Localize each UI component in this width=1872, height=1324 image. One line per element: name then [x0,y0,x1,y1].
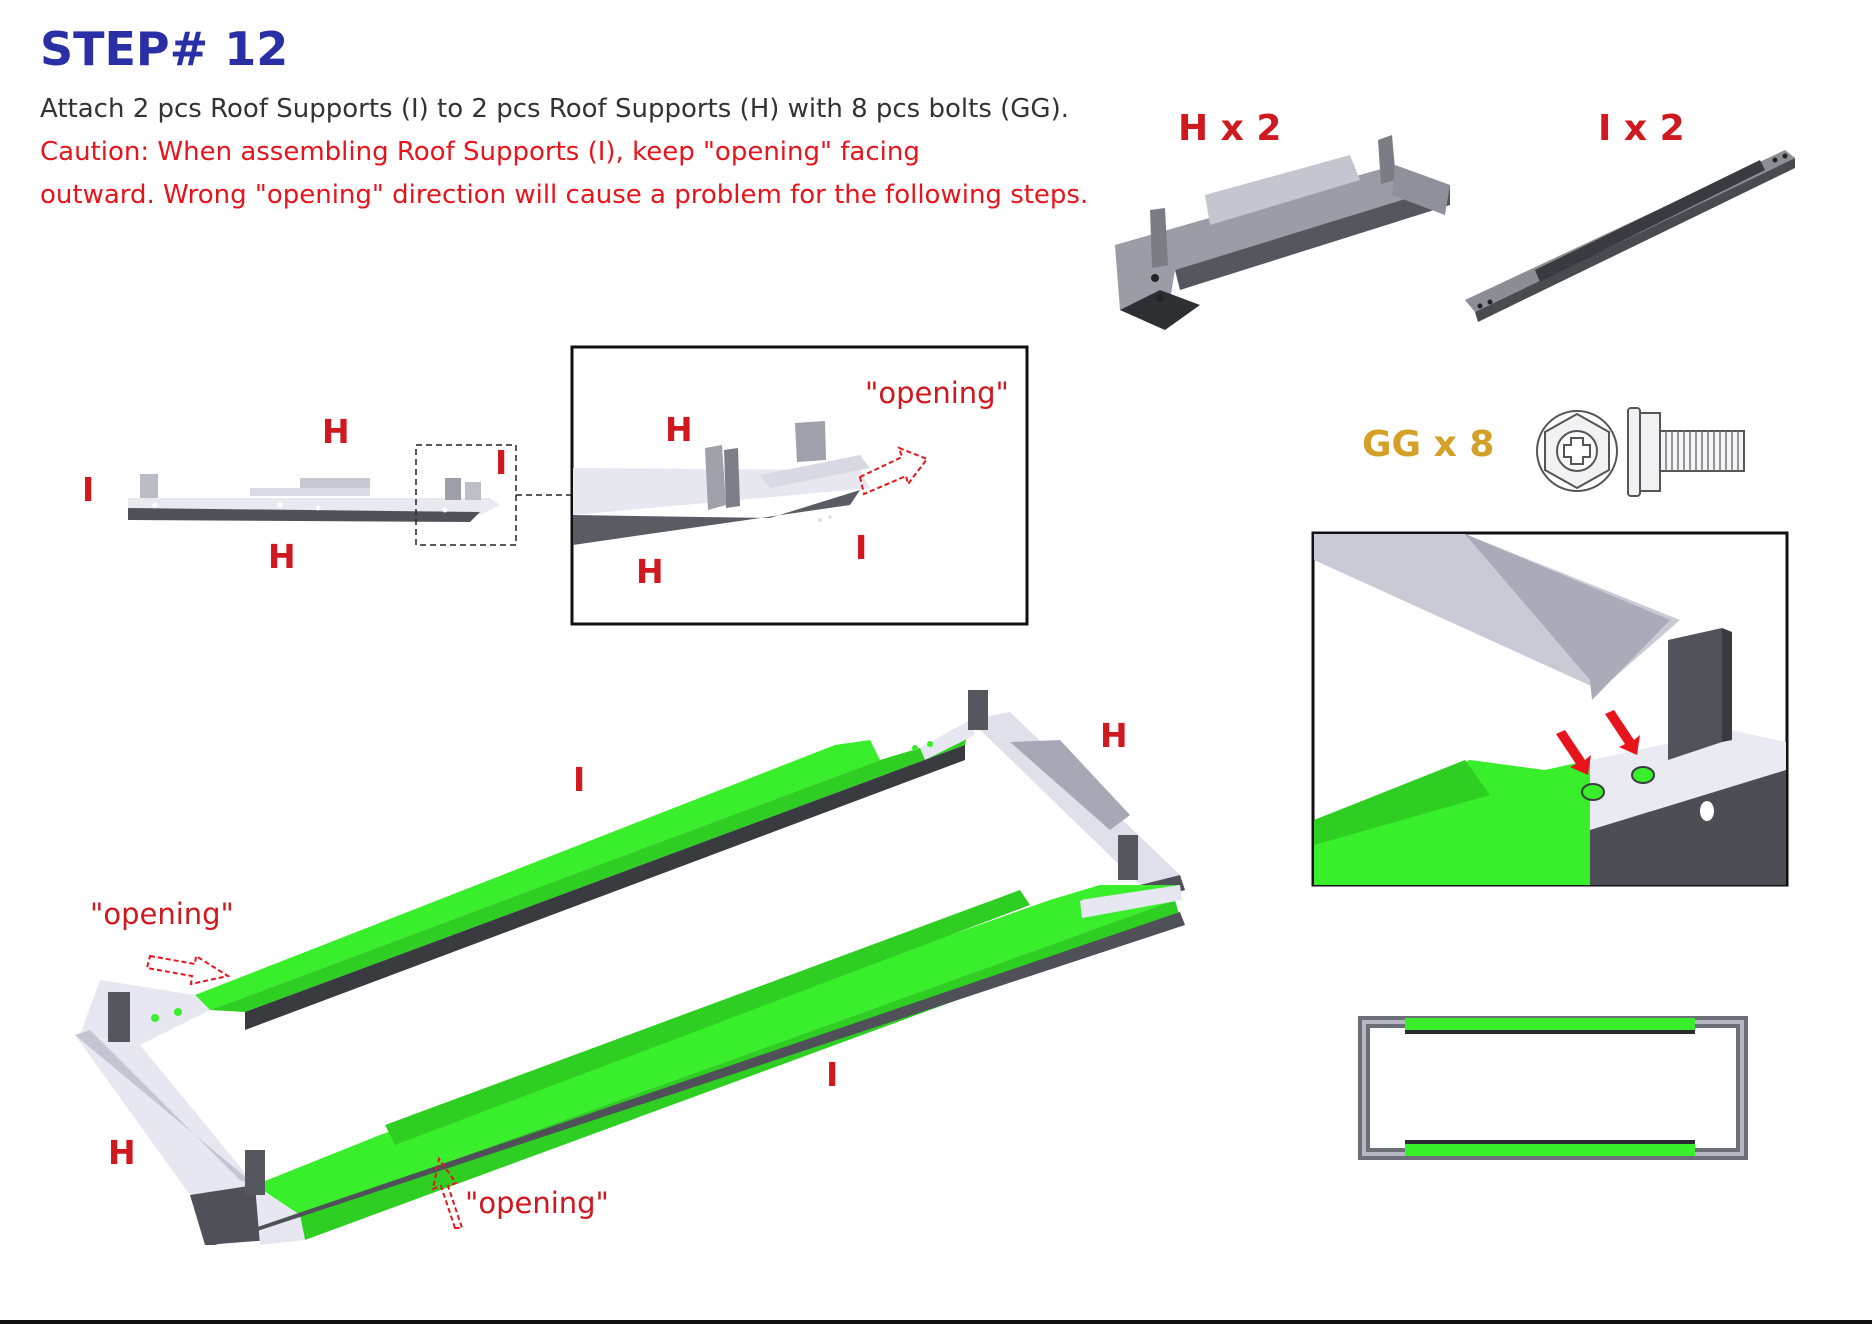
caution-line-1: Caution: When assembling Roof Supports (… [40,137,920,167]
label-h-frame-left: H [108,1133,136,1172]
step-title: STEP# 12 [40,22,289,76]
part-h-count: H x 2 [1178,108,1282,149]
zoom-detail-bolt-holes [1311,531,1789,887]
top-view-thumbnail [1358,1016,1748,1160]
bolt-gg-count: GG x 8 [1362,424,1495,465]
bottom-divider [0,1320,1872,1324]
caution-line-2: outward. Wrong "opening" direction will … [40,180,1089,210]
label-h-zoom-top: H [665,410,693,449]
label-i-frame-top: I [573,760,586,799]
zoom-detail-opening [570,345,1029,626]
main-frame-assembly [75,690,1185,1245]
label-h-sideview-top: H [322,412,350,451]
label-i-zoom: I [855,528,868,567]
side-view-assembly [128,444,572,546]
label-opening-frame-bottom: "opening" [465,1186,609,1220]
part-i-illustration [1465,150,1795,322]
label-h-sideview-bottom: H [268,537,296,576]
label-i-sideview-right: I [495,443,508,482]
bolt-gg-illustration [1536,407,1745,497]
label-i-frame-bottom: I [826,1055,839,1094]
label-h-zoom-bottom: H [636,552,664,591]
label-opening-frame-top: "opening" [90,897,234,931]
label-i-sideview-left: I [82,470,95,509]
label-h-frame-right: H [1100,716,1128,755]
part-h-illustration [1115,135,1450,330]
instruction-text: Attach 2 pcs Roof Supports (I) to 2 pcs … [40,94,1069,124]
label-opening-zoom: "opening" [865,376,1009,410]
part-i-count: I x 2 [1598,108,1685,149]
